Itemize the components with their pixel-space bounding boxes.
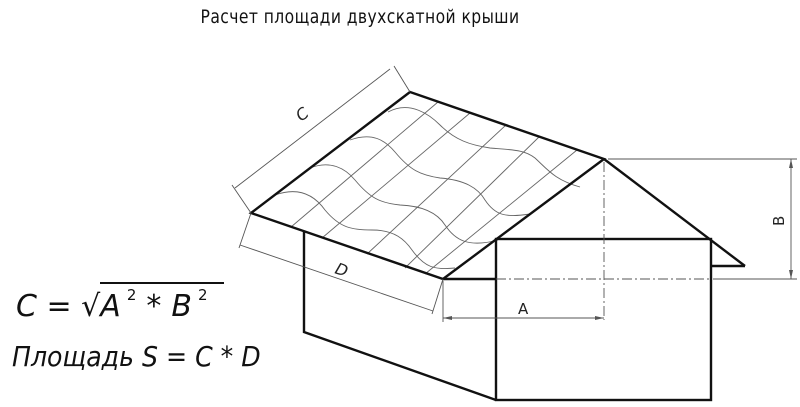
exponent-b: 2 [197,286,208,304]
house-outline [302,158,746,402]
dimension-label-a: A [518,300,529,318]
formula-c-lhs: C = [16,289,72,324]
roof-tile-pattern [274,101,581,275]
formula-area: Площадь S = C * D [12,340,261,373]
radical-icon: √ [81,289,101,324]
exponent-a: 2 [126,286,137,304]
term-b: B [171,289,192,324]
operator: * [146,289,162,324]
term-a: A [100,289,121,324]
dimension-lines [231,65,797,322]
dimension-arrows [443,159,793,320]
diagram-title: Расчет площади двухскатной крыши [200,6,520,28]
dimension-label-c: C [292,103,313,125]
dimension-label-d: D [333,259,351,281]
dimension-label-b: B [770,216,788,226]
axis-lines [496,162,711,320]
